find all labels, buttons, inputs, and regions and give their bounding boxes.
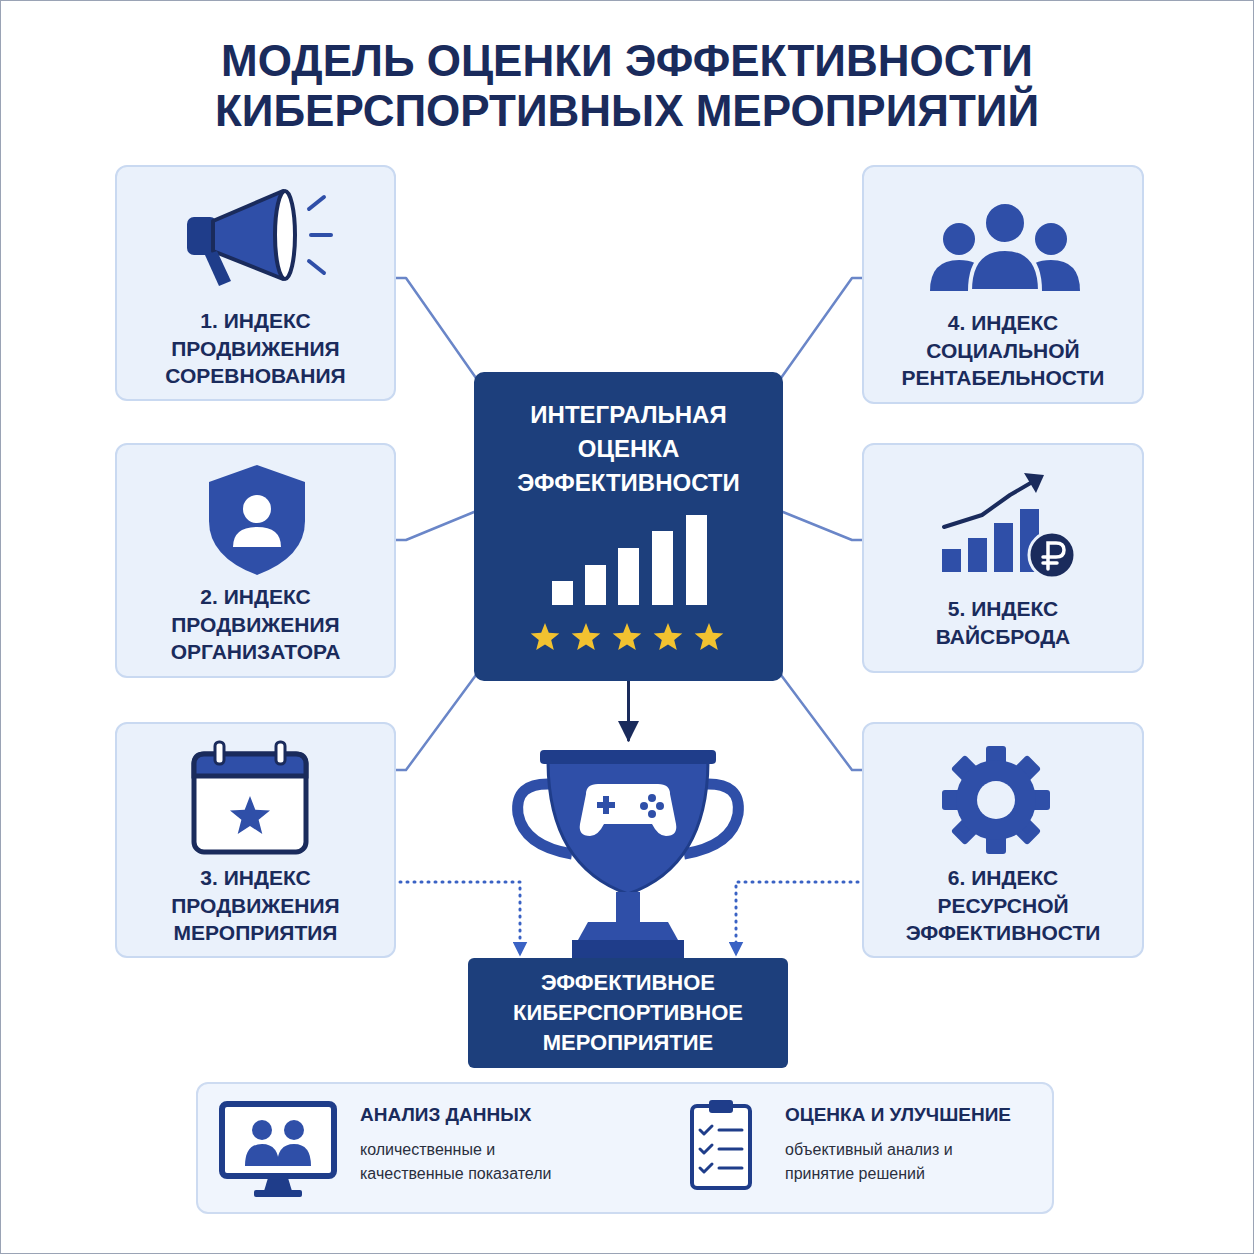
icon bbox=[665, 1098, 775, 1198]
diagram-title: МОДЕЛЬ ОЦЕНКИ ЭФФЕКТИВНОСТИ КИБЕРСПОРТИВ… bbox=[77, 36, 1177, 136]
shape-rect bbox=[585, 565, 606, 605]
shape-path bbox=[277, 1144, 311, 1166]
node-label: ОЦЕНКА И УЛУЧШЕНИЕ bbox=[785, 1102, 1045, 1128]
shape-path bbox=[245, 1144, 279, 1166]
shape-rect bbox=[692, 1106, 750, 1188]
node-note: количественные и качественные показатели bbox=[360, 1138, 576, 1186]
shape-path bbox=[548, 760, 708, 894]
shape-line bbox=[719, 1129, 742, 1132]
shape-rect bbox=[616, 892, 640, 922]
shape-rect bbox=[552, 581, 573, 605]
shape-polygon bbox=[695, 623, 724, 650]
shape-path bbox=[233, 527, 281, 547]
shape-path bbox=[1043, 543, 1064, 569]
shape-rect bbox=[968, 538, 987, 572]
icon bbox=[218, 1098, 348, 1202]
node-label: 5. ИНДЕКС ВАЙСБРОДА bbox=[885, 595, 1121, 650]
shape-rect bbox=[254, 1190, 302, 1197]
dotted-arrow bbox=[736, 882, 858, 955]
shape-path bbox=[194, 754, 306, 776]
shape-line bbox=[719, 1148, 742, 1151]
shape-circle bbox=[648, 810, 656, 818]
shape-polyline bbox=[944, 481, 1034, 527]
shape-rect bbox=[194, 754, 306, 852]
connector bbox=[781, 278, 862, 378]
shape-circle bbox=[252, 1120, 272, 1140]
icon bbox=[468, 742, 788, 958]
node-label: 3. ИНДЕКС ПРОДВИЖЕНИЯ МЕРОПРИЯТИЯ bbox=[138, 864, 374, 947]
result-trophy: ЭФФЕКТИВНОЕ КИБЕРСПОРТИВНОЕ МЕРОПРИЯТИЕ bbox=[468, 742, 788, 1068]
step-block: ОЦЕНКА И УЛУЧШЕНИЕ объективный анализ и п… bbox=[665, 1098, 1045, 1202]
index-box: 3. ИНДЕКС ПРОДВИЖЕНИЯ МЕРОПРИЯТИЯ bbox=[115, 722, 396, 958]
shape-rect bbox=[572, 940, 684, 958]
node-label: ЭФФЕКТИВНОЕ КИБЕРСПОРТИВНОЕ МЕРОПРИЯТИЕ bbox=[468, 958, 788, 1068]
shape-circle bbox=[640, 802, 648, 810]
connector bbox=[396, 278, 476, 378]
node-label: 1. ИНДЕКС ПРОДВИЖЕНИЯ СОРЕВНОВАНИЯ bbox=[138, 307, 374, 390]
index-box: 1. ИНДЕКС ПРОДВИЖЕНИЯ СОРЕВНОВАНИЯ bbox=[115, 165, 396, 401]
shape-polyline bbox=[700, 1145, 712, 1153]
shape-circle bbox=[1035, 223, 1067, 255]
node-note: объективный анализ и принятие решений bbox=[785, 1138, 953, 1186]
node-label: 2. ИНДЕКС ПРОДВИЖЕНИЯ ОРГАНИЗАТОРА bbox=[138, 583, 374, 666]
node-label: 6. ИНДЕКС РЕСУРСНОЙ ЭФФЕКТИВНОСТИ bbox=[885, 864, 1121, 947]
shape-polygon bbox=[230, 796, 270, 834]
node-label: АНАЛИЗ ДАННЫХ bbox=[360, 1102, 596, 1128]
shape-circle bbox=[243, 495, 271, 523]
node-label: 4. ИНДЕКС СОЦИАЛЬНОЙ РЕНТАБЕЛЬНОСТИ bbox=[885, 309, 1121, 392]
shape-rect bbox=[652, 531, 673, 605]
shape-circle bbox=[284, 1120, 304, 1140]
dotted-arrow bbox=[400, 882, 520, 955]
index-box: 6. ИНДЕКС РЕСУРСНОЙ ЭФФЕКТИВНОСТИ bbox=[862, 722, 1144, 958]
shape-rect bbox=[222, 1104, 334, 1176]
shape-circle bbox=[648, 794, 656, 802]
shape-path bbox=[578, 922, 678, 940]
index-box: 5. ИНДЕКС ВАЙСБРОДА bbox=[862, 443, 1144, 673]
shape-polyline bbox=[700, 1164, 712, 1172]
shape-rect bbox=[215, 742, 224, 764]
connector bbox=[783, 512, 862, 540]
shape-polygon bbox=[1024, 473, 1044, 493]
shape-line bbox=[311, 233, 331, 237]
shape-polygon bbox=[613, 623, 642, 650]
integral-box: ИНТЕГРАЛЬНАЯ ОЦЕНКА ЭФФЕКТИВНОСТИ bbox=[474, 372, 783, 681]
shape-circle bbox=[956, 760, 1036, 840]
shape-rect bbox=[686, 515, 707, 605]
shape-line bbox=[309, 261, 324, 273]
shape-polygon bbox=[572, 623, 601, 650]
shape-polygon bbox=[531, 623, 560, 650]
shape-ellipse bbox=[275, 191, 295, 279]
shape-path bbox=[205, 251, 231, 286]
shape-line bbox=[719, 1167, 742, 1170]
shape-rect bbox=[994, 523, 1013, 572]
shape-path bbox=[970, 249, 1040, 291]
shape-polygon bbox=[654, 623, 683, 650]
node-label: ИНТЕГРАЛЬНАЯ ОЦЕНКА ЭФФЕКТИВНОСТИ bbox=[489, 398, 769, 500]
shape-line bbox=[309, 197, 324, 209]
shape-rect bbox=[618, 548, 639, 605]
shape-rect bbox=[276, 742, 285, 764]
index-box: 2. ИНДЕКС ПРОДВИЖЕНИЯ ОРГАНИЗАТОРА bbox=[115, 443, 396, 678]
connector bbox=[627, 681, 630, 740]
connector bbox=[396, 512, 474, 540]
shape-circle bbox=[943, 223, 975, 255]
shape-rect bbox=[540, 750, 716, 764]
shape-path bbox=[209, 465, 305, 575]
shape-rect bbox=[709, 1100, 733, 1113]
shape-path bbox=[580, 784, 677, 836]
shape-rect bbox=[942, 549, 961, 572]
step-block: АНАЛИЗ ДАННЫХ количественные и качественн… bbox=[218, 1098, 596, 1202]
shape-path bbox=[264, 1178, 292, 1191]
shape-circle bbox=[1029, 532, 1075, 578]
shape-rect bbox=[603, 796, 609, 814]
index-box: 4. ИНДЕКС СОЦИАЛЬНОЙ РЕНТАБЕЛЬНОСТИ bbox=[862, 165, 1144, 404]
shape-circle bbox=[656, 802, 664, 810]
connector bbox=[396, 675, 476, 770]
shape-circle bbox=[977, 781, 1015, 819]
shape-polyline bbox=[700, 1126, 712, 1134]
connector bbox=[781, 675, 862, 770]
shape-circle bbox=[984, 202, 1026, 244]
